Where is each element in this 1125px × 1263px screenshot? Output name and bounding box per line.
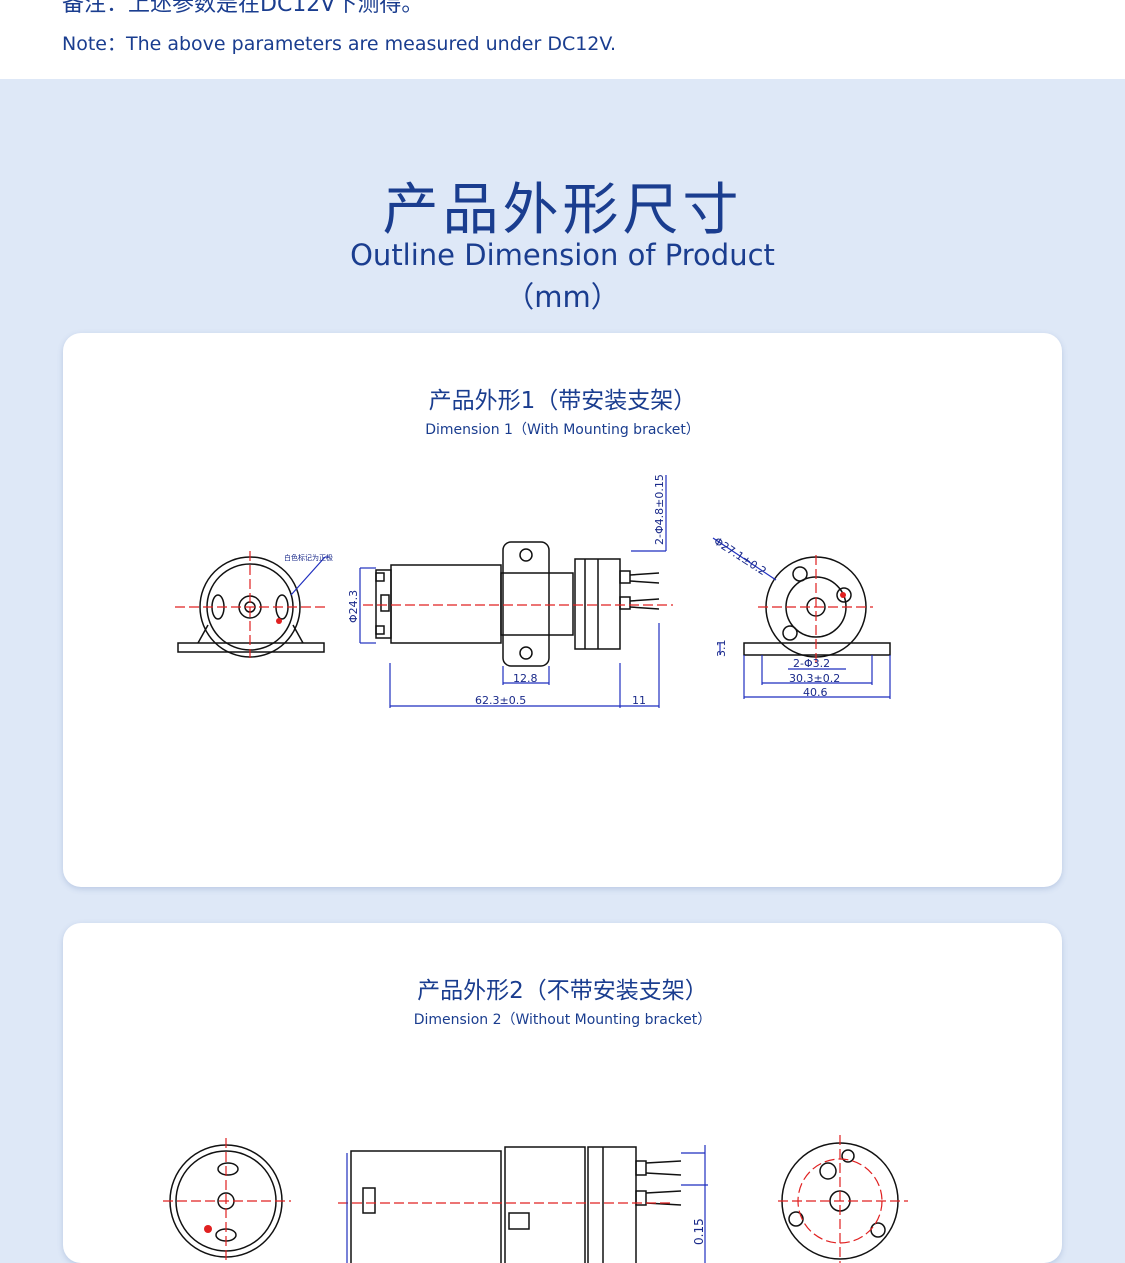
dimension1-title-chinese: 产品外形1（带安装支架） (428, 388, 697, 414)
note-english: Note：The above parameters are measured u… (62, 33, 616, 55)
label-hole: 2-Φ4.8±0.15 (653, 474, 666, 545)
label-holes2: 2-Φ3.2 (793, 657, 830, 670)
label-nozzle: 11 (632, 694, 646, 707)
label-side-diameter: Φ27.1±0.2 (711, 535, 768, 579)
section-title-english: Outline Dimension of Product (350, 238, 775, 272)
note-strip: 备注：上述参数是在DC12V下测得。 Note：The above parame… (0, 0, 1125, 79)
dimension2-title-english: Dimension 2（Without Mounting bracket） (413, 1012, 712, 1028)
label-small-note: 白色标记为正极 (284, 553, 333, 562)
dimension1-drawing: 白色标记为正极 Φ24.3 2-Φ4.8±0.15 12.8 62.3±0.5 … (175, 474, 891, 708)
dimension1-title-english: Dimension 1（With Mounting bracket） (425, 422, 700, 438)
dimension2-drawing: 0.15 (163, 1135, 908, 1263)
label-length: 62.3±0.5 (475, 694, 526, 707)
note-chinese: 备注：上述参数是在DC12V下测得。 (62, 0, 424, 17)
label-height: 3.1 (715, 640, 728, 658)
label-tolerance: 0.15 (692, 1218, 706, 1245)
label-w12: 12.8 (513, 672, 538, 685)
label-pitch: 30.3±0.2 (789, 672, 840, 685)
dimension2-card: 产品外形2（不带安装支架） Dimension 2（Without Mounti… (63, 923, 1062, 1263)
label-diameter-body: Φ24.3 (347, 590, 360, 623)
section-title-unit: （mm） (505, 280, 620, 314)
label-width: 40.6 (803, 686, 828, 699)
dimension1-card: 产品外形1（带安装支架） Dimension 1（With Mounting b… (63, 333, 1062, 887)
section-title-chinese: 产品外形尺寸 (382, 178, 743, 243)
dimension2-title-chinese: 产品外形2（不带安装支架） (417, 978, 708, 1004)
